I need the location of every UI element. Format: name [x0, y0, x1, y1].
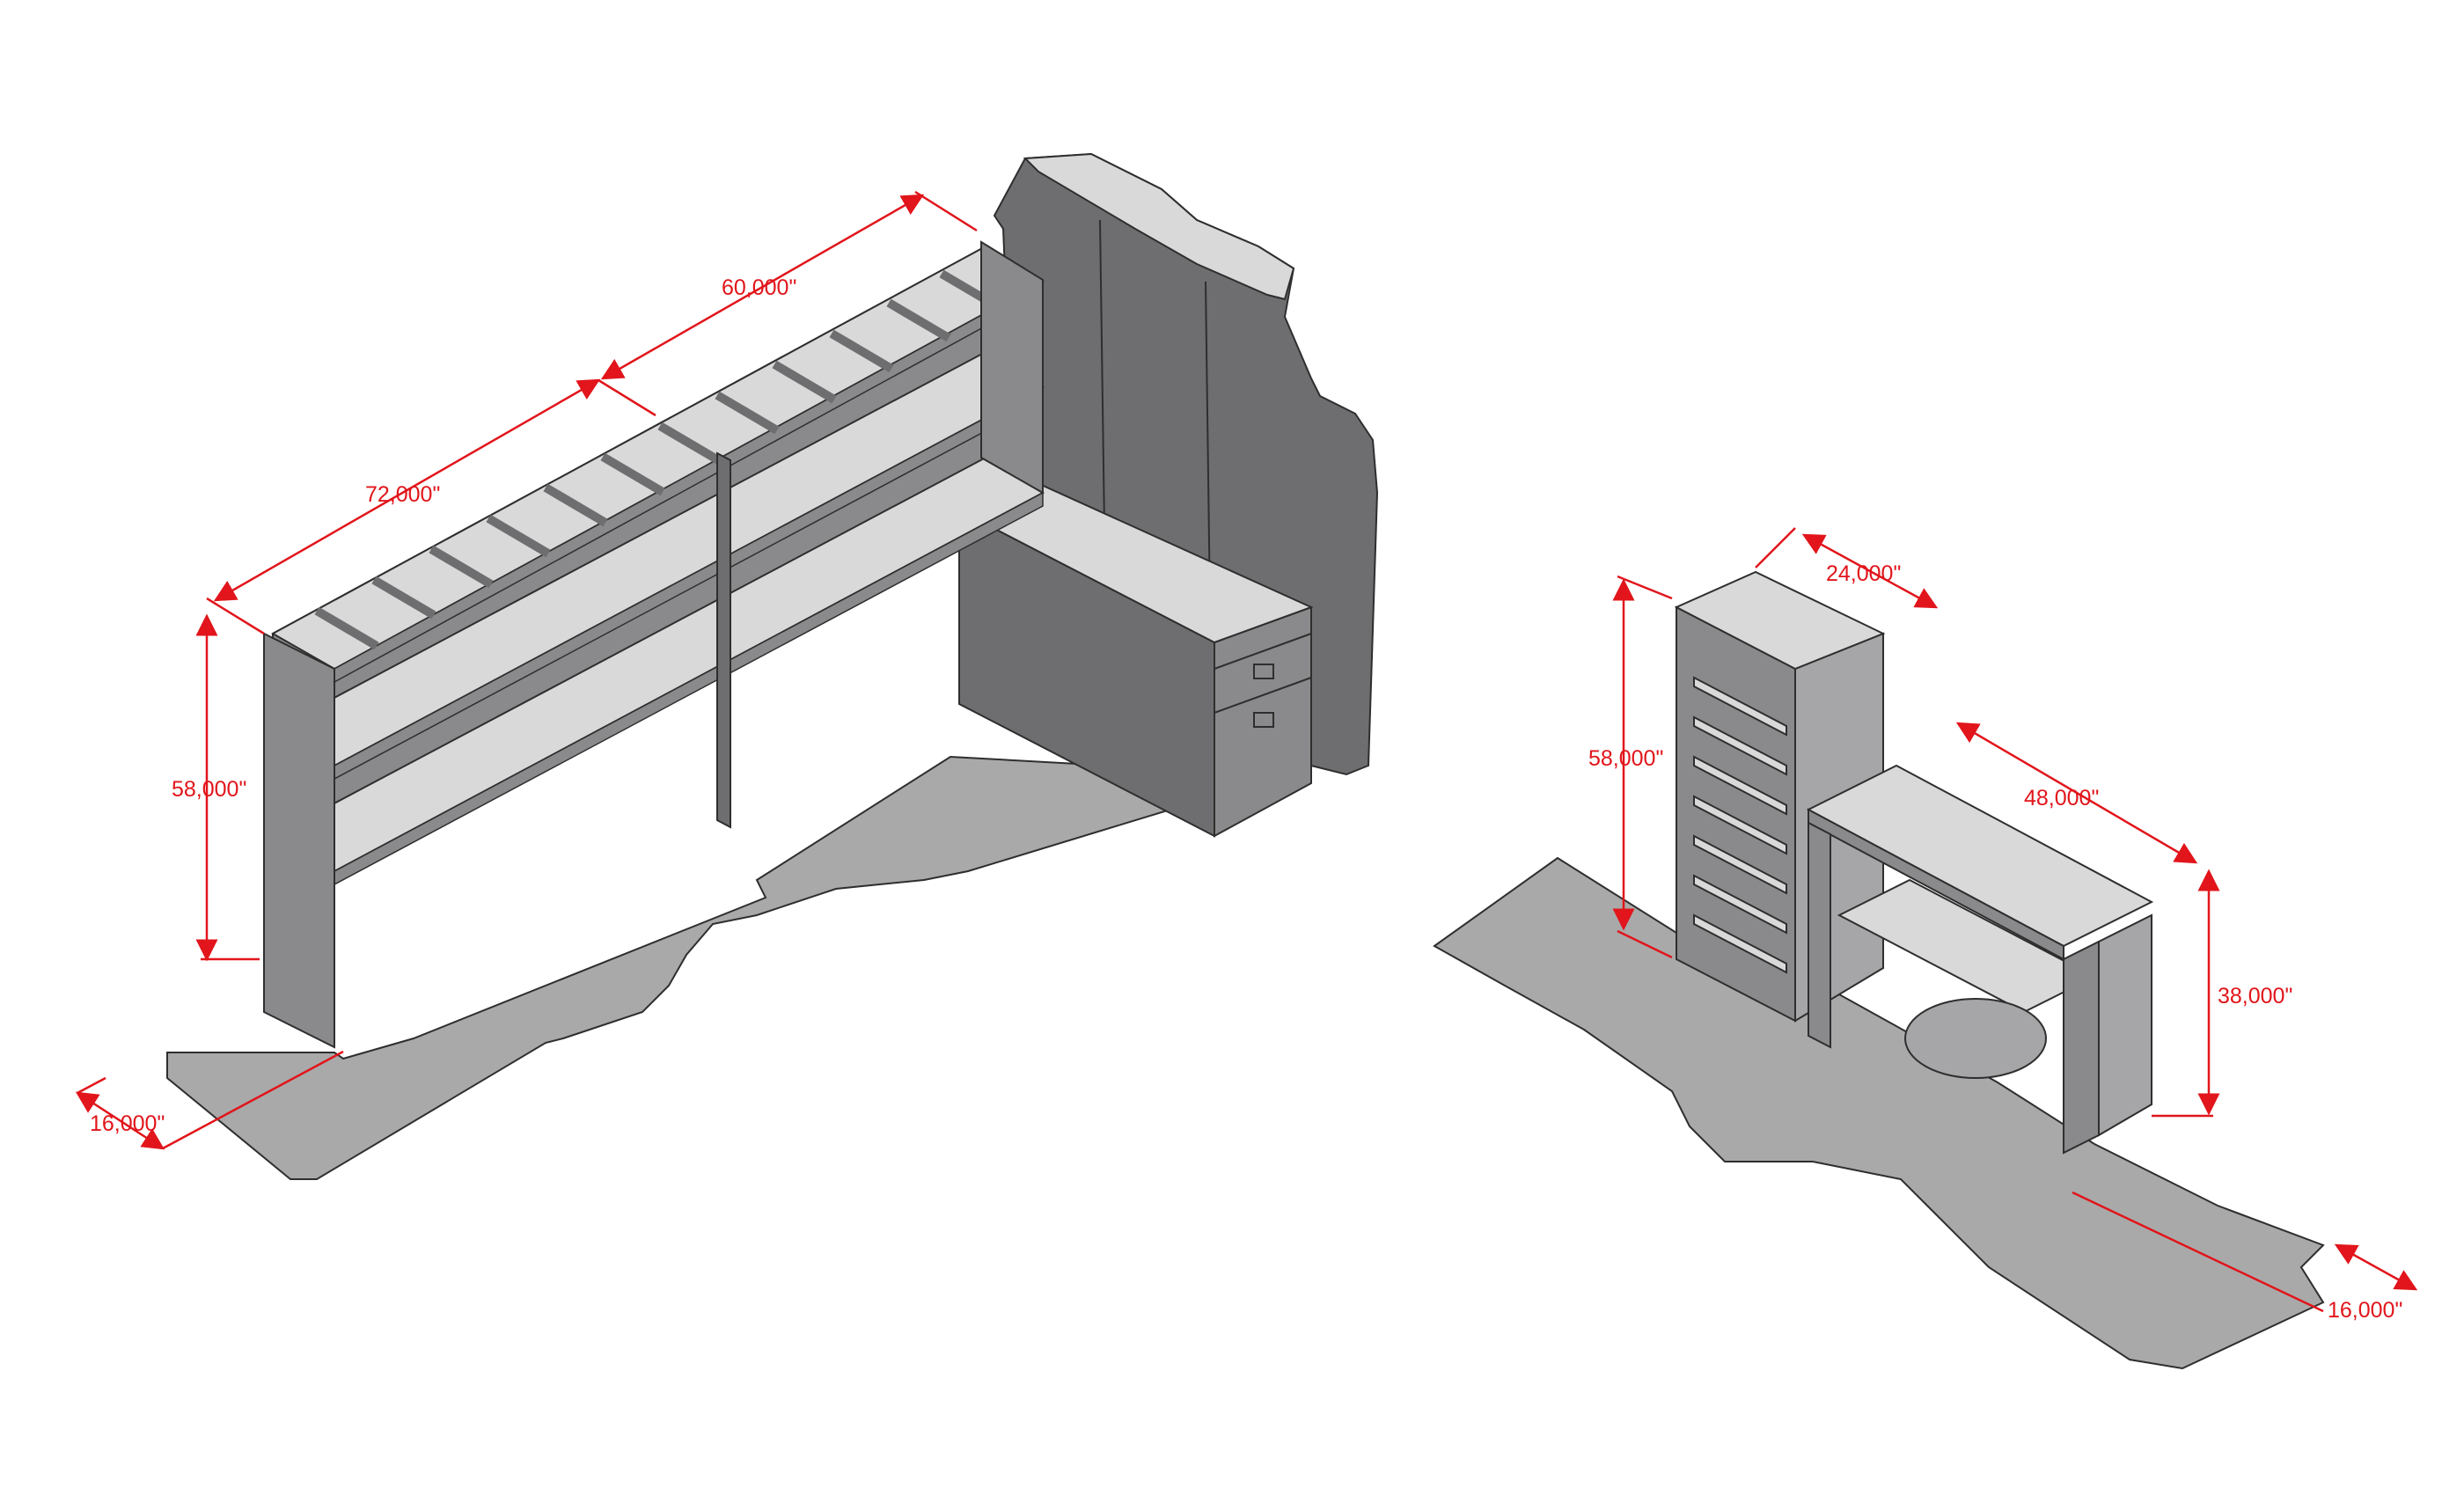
wheel-well	[1904, 998, 2047, 1079]
dim-line-right-depth	[2334, 1243, 2418, 1291]
left-end-panel-middle	[716, 451, 731, 829]
dim-line-right-cabinet-width	[1801, 533, 1939, 609]
label-left-depth: 16,000"	[90, 1111, 165, 1136]
dim-line-left-60	[600, 194, 925, 380]
left-end-panel-front	[263, 632, 335, 1049]
label-right-depth: 16,000"	[2328, 1298, 2402, 1323]
left-shelving-assembly	[166, 152, 1379, 1180]
dimension-annotations	[75, 190, 2418, 1313]
dimension-labels: 60,000" 72,000" 58,000" 16,000" 24,000" …	[90, 275, 2402, 1323]
left-drawer-cabinet-side	[1214, 605, 1312, 838]
right-low-shelf-end-right	[2063, 940, 2100, 1155]
left-floor	[166, 755, 1172, 1180]
left-bulkhead-top	[1023, 152, 1295, 301]
label-right-cabinet-width: 24,000"	[1826, 561, 1901, 586]
label-left-height: 58,000"	[172, 777, 246, 802]
right-low-shelf-end-back	[2098, 913, 2152, 1137]
left-end-panel-back	[980, 240, 1044, 495]
right-floor	[1433, 856, 2325, 1370]
right-tall-cabinet-top	[1674, 570, 1886, 671]
label-right-shelf-height: 38,000"	[2218, 984, 2292, 1008]
dim-line-left-72	[213, 378, 601, 602]
dim-line-right-shelf-width	[1955, 722, 2198, 864]
label-left-60: 60,000"	[722, 275, 796, 300]
label-left-72: 72,000"	[365, 482, 440, 507]
right-shelving-assembly	[1433, 570, 2325, 1370]
label-right-shelf-width: 48,000"	[2024, 786, 2099, 810]
drawer-handle-icon	[1253, 712, 1274, 728]
right-tall-cabinet-shelves	[1693, 676, 1787, 974]
drawer-handle-icon	[1253, 664, 1274, 679]
right-low-shelf-end-left	[1808, 821, 1831, 1049]
dim-line-left-depth	[75, 1091, 165, 1150]
label-right-cabinet-height: 58,000"	[1588, 746, 1663, 771]
